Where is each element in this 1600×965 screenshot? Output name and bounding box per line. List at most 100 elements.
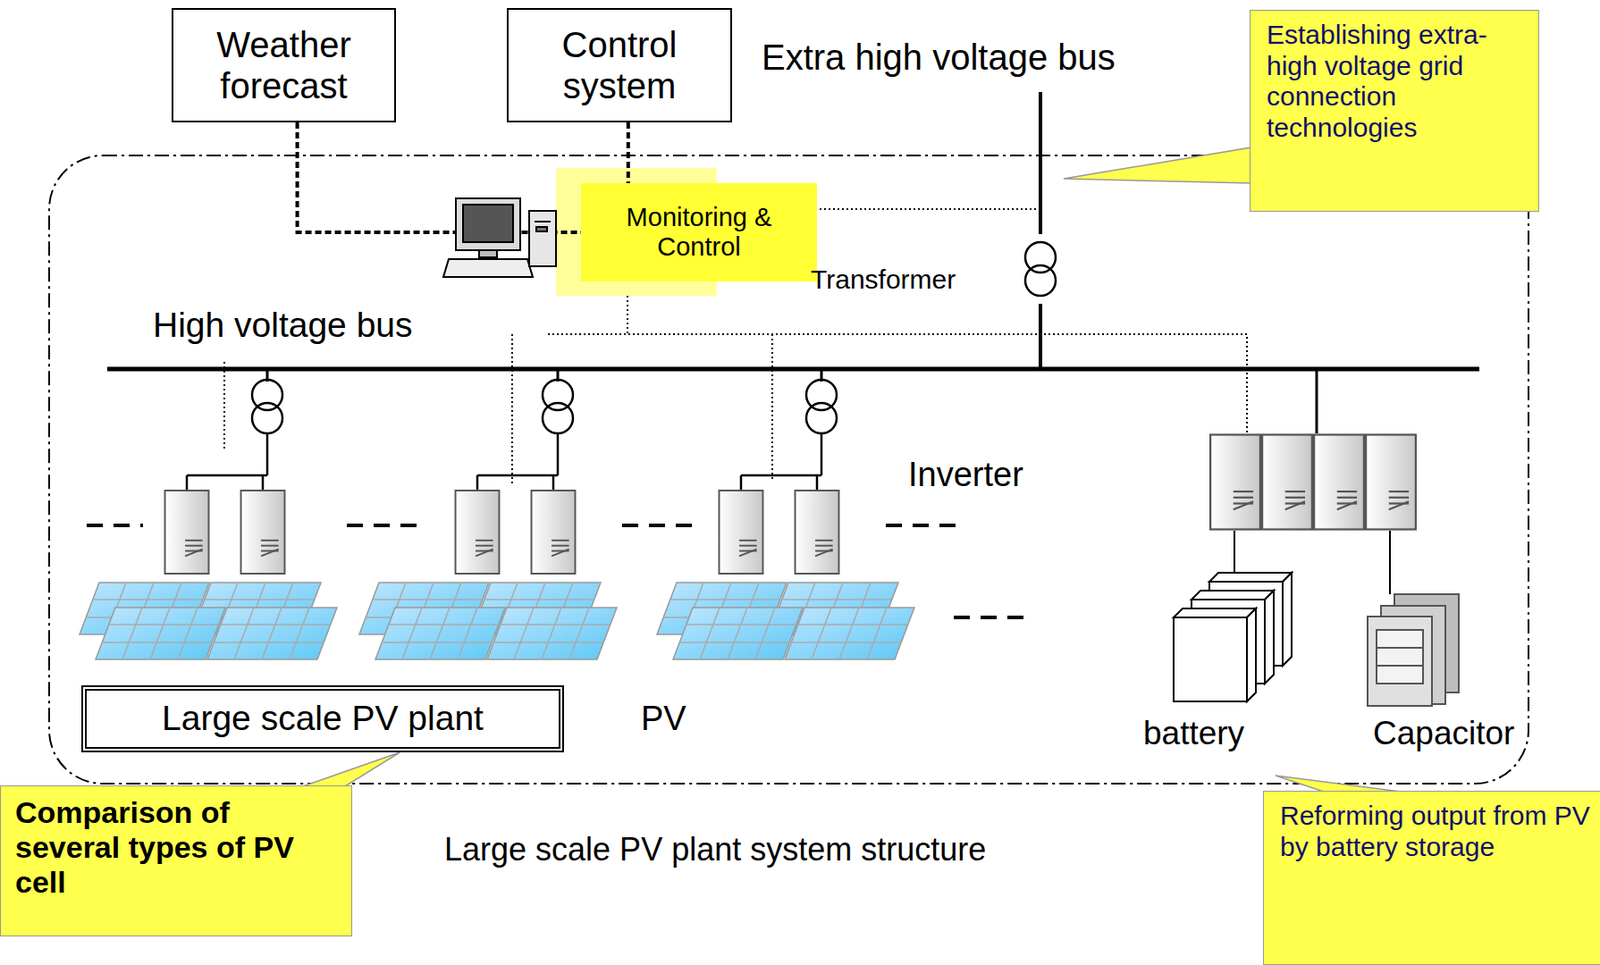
capacitor-symbol — [1367, 594, 1459, 707]
continuation-dash — [346, 523, 421, 528]
inverter-group — [165, 490, 210, 574]
main-transformer — [1025, 242, 1056, 296]
battery-symbol — [1173, 608, 1256, 618]
battery-symbol — [1209, 572, 1292, 582]
connector — [627, 122, 629, 184]
inverter-group — [79, 369, 915, 660]
continuation-dash — [885, 523, 960, 528]
computer-icon — [443, 198, 556, 278]
battery-symbol — [1173, 572, 1292, 702]
node-text: Monitoring & Control — [581, 202, 817, 263]
inverter-group — [476, 475, 480, 490]
control-line — [547, 334, 1247, 434]
inverter-group — [673, 607, 803, 660]
inverter-group — [252, 379, 283, 434]
bus-wiring — [1038, 92, 1043, 235]
node-text: Reforming output from PV by battery stor… — [1280, 800, 1594, 863]
battery-symbol — [1191, 590, 1274, 600]
part-label: Inverter — [908, 455, 1024, 495]
node-text: Comparison of several types of PV cell — [15, 795, 337, 901]
bus-wiring — [107, 367, 1480, 372]
inverter-group — [531, 490, 576, 574]
info-box: Control system — [506, 8, 733, 123]
battery-symbol — [1173, 617, 1247, 702]
part-label: battery — [1143, 715, 1245, 753]
part-label: Extra high voltage bus — [761, 37, 1116, 78]
monitor-box: Monitoring & Control — [581, 183, 817, 282]
inverter-group — [719, 490, 764, 574]
inverter-group — [207, 607, 337, 660]
node-text: Large scale PV plant — [161, 698, 484, 740]
continuation-dash — [953, 615, 1028, 620]
capacitor-symbol — [1367, 616, 1432, 707]
battery-symbol — [1246, 608, 1256, 702]
part-label: High voltage bus — [152, 305, 413, 346]
inverter-group — [375, 607, 506, 660]
callout-pointer — [1063, 147, 1252, 184]
battery-inverter — [1313, 435, 1365, 531]
computer-icon — [455, 198, 521, 251]
callout-box: Reforming output from PV by battery stor… — [1263, 791, 1600, 965]
inverter-group — [542, 379, 573, 434]
control-line — [806, 208, 1041, 211]
control-line — [626, 295, 629, 335]
node-text: Weather forecast — [173, 24, 395, 107]
inverter-group — [552, 475, 556, 490]
control-line — [771, 334, 774, 480]
continuation-dash — [622, 523, 696, 528]
inverter-group — [95, 607, 226, 660]
control-line — [223, 362, 226, 449]
bus-wiring — [1315, 369, 1319, 434]
part-label: Transformer — [810, 264, 956, 295]
inverter-group — [816, 475, 819, 490]
node-text: Establishing extra-high voltage grid con… — [1266, 19, 1523, 144]
inverter-group — [795, 490, 840, 574]
capacitor-symbol — [1376, 665, 1424, 667]
plant-boundary — [49, 155, 1529, 784]
inverter-group — [806, 379, 837, 434]
inverter-group — [820, 433, 824, 476]
computer-icon — [479, 250, 497, 258]
computer-icon — [463, 204, 514, 243]
part-label: PV — [640, 699, 687, 739]
capacitor-symbol — [1376, 630, 1424, 684]
inverter-group — [241, 490, 286, 574]
plant-box: Large scale PV plant — [81, 685, 565, 753]
battery-inverter — [1262, 435, 1313, 531]
connector — [303, 752, 400, 787]
computer-icon — [443, 259, 533, 278]
battery-inverter — [1210, 435, 1416, 531]
info-box: Weather forecast — [171, 8, 396, 123]
capacitor-symbol — [1376, 647, 1424, 649]
battery-symbol — [1282, 572, 1292, 666]
inverter-group — [266, 433, 270, 476]
bus-wiring — [1389, 530, 1391, 595]
part-label: Capacitor — [1372, 715, 1515, 753]
node-text: Control system — [508, 24, 731, 107]
continuation-dash — [86, 523, 144, 528]
inverter-group — [487, 607, 617, 660]
battery-inverter — [1210, 435, 1261, 531]
inverter-group — [740, 475, 743, 490]
figure-caption: Large scale PV plant system structure — [444, 831, 986, 869]
bus-wiring — [1038, 303, 1043, 370]
computer-icon — [529, 210, 556, 267]
battery-inverter — [1365, 435, 1416, 531]
inverter-group — [261, 475, 265, 490]
callout-box: Establishing extra-high voltage grid con… — [1249, 9, 1540, 212]
callout-box: Comparison of several types of PV cell — [0, 785, 353, 937]
inverter-group — [455, 490, 500, 574]
inverter-group — [741, 474, 822, 478]
connector — [626, 122, 631, 184]
inverter-group — [784, 607, 915, 660]
continuation-dash — [86, 525, 1028, 618]
control-line — [511, 334, 514, 485]
inverter-group — [186, 474, 268, 478]
computer-icon — [534, 220, 551, 223]
inverter-group — [185, 475, 189, 490]
battery-symbol — [1264, 590, 1274, 684]
inverter-group — [477, 474, 558, 478]
callout-pointer — [303, 752, 400, 787]
inverter-group — [556, 433, 560, 476]
